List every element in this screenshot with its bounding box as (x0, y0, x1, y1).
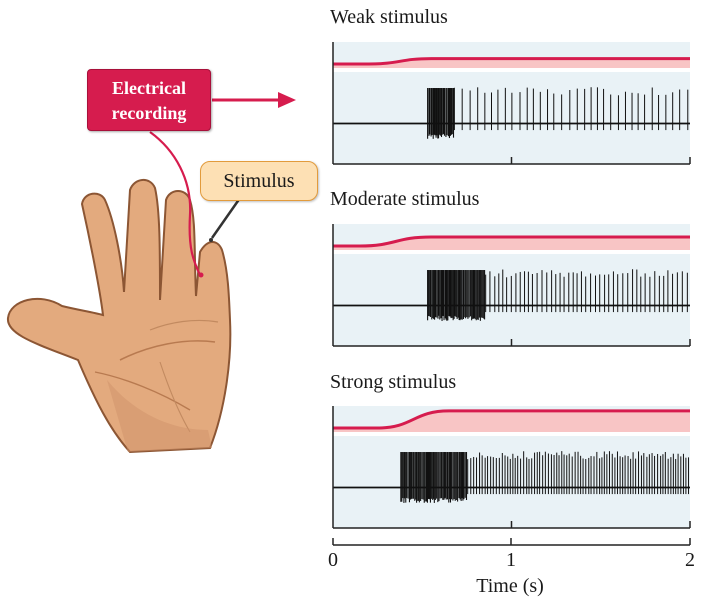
panel-title-strong: Strong stimulus (330, 371, 457, 393)
panel-strong (332, 406, 691, 529)
stimulus-probe (210, 197, 242, 239)
hand-shadow (107, 380, 212, 452)
panel-title-weak: Weak stimulus (330, 6, 448, 28)
callout-line-1: Electrical (112, 78, 186, 98)
panel-weak (332, 42, 691, 165)
spike-train (427, 87, 689, 139)
stimulus-trace (333, 57, 690, 66)
stimulus-callout: Stimulus (200, 161, 318, 201)
tick-label-0: 0 (328, 549, 338, 571)
palm-crease-life (159, 361, 191, 433)
spike-train (400, 451, 690, 503)
stimulus-trace (333, 409, 690, 430)
panel-moderate (332, 224, 691, 347)
recording-arrow-head (278, 92, 296, 108)
hand-illustration (6, 179, 232, 454)
stimulus-fill (333, 58, 690, 68)
palm-crease-upper (119, 340, 216, 361)
spike-train (427, 269, 688, 322)
time-axis (332, 538, 691, 546)
recording-electrode-tip (198, 272, 204, 278)
stimulus-fill (333, 237, 690, 250)
stimulus-probe-tip (209, 238, 213, 242)
electrical-recording-callout: Electrical recording (87, 69, 211, 131)
palm-crease-top (149, 319, 219, 331)
hand-outline (6, 179, 232, 454)
panel-title-moderate: Moderate stimulus (330, 188, 480, 210)
tick-label-2: 2 (685, 549, 695, 571)
callout-line-2: recording (111, 103, 187, 123)
x-axis-label: Time (s) (476, 575, 544, 597)
tick-label-1: 1 (506, 549, 516, 571)
stimulus-trace (333, 235, 690, 248)
palm-crease-lower (94, 371, 191, 411)
spike-strip-bg (333, 436, 690, 528)
recording-wire (149, 131, 201, 276)
